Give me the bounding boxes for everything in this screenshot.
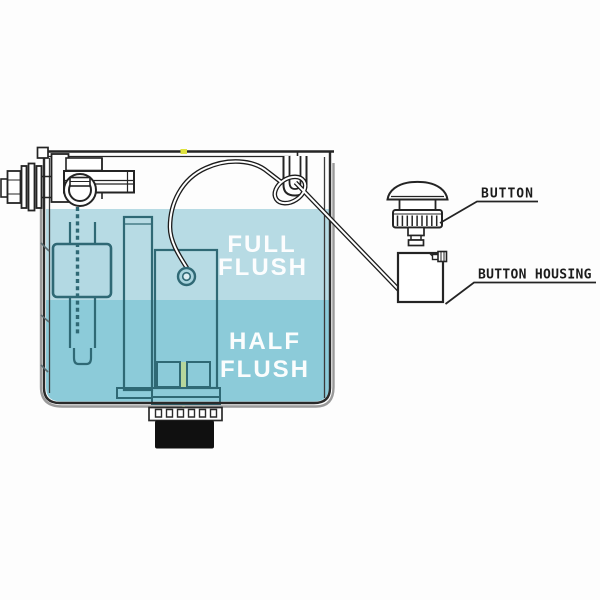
button-collar-ribs: [396, 215, 438, 226]
tank-outline: [42, 152, 332, 405]
inlet-pipe-tip: [0, 178, 9, 198]
tank-shell: [36, 146, 335, 408]
inlet-nut: [6, 170, 22, 204]
housing-screw-head: [437, 250, 448, 263]
fill-valve-assembly: [0, 153, 135, 212]
inlet-washer-3: [35, 165, 43, 209]
inlet-washer-1: [20, 165, 28, 209]
button-housing-callout-label: BUTTON HOUSING: [478, 268, 592, 283]
lid-indicator-mark: [180, 149, 187, 154]
tank-shadow-edge: [39, 163, 335, 408]
cable-loop-core: [273, 175, 307, 205]
push-button-assembly: [386, 180, 449, 304]
lid-left-tab: [36, 146, 49, 159]
left-wall-ticks: [40, 242, 50, 373]
button-connector-base: [407, 239, 425, 247]
button-housing-leader-line: [444, 281, 596, 305]
cable-eyelet-hole: [181, 271, 192, 282]
button-callout-label: BUTTON: [481, 187, 534, 202]
valve-top-box: [65, 157, 103, 172]
full-flush-label-line2: FLUSH: [218, 254, 308, 281]
tank-outlet: [148, 406, 223, 449]
overflow-tube: [122, 215, 154, 392]
button-cap: [386, 180, 449, 201]
button-leader-line: [439, 200, 538, 224]
cable-diagonal-core: [294, 181, 400, 291]
inlet-washer-2: [27, 162, 36, 212]
cable-arc-core: [168, 160, 282, 269]
housing-screw-head-lines: [440, 251, 445, 262]
valve-green-strip: [180, 362, 187, 388]
water-level-labels: FULL FLUSH HALF FLUSH: [218, 231, 310, 383]
submerged-parts: [51, 207, 221, 405]
float: [51, 242, 113, 299]
button-stem: [398, 198, 437, 211]
half-flush-label-line2: FLUSH: [220, 356, 310, 383]
full-flush-label-line1: FULL: [227, 231, 296, 258]
callouts: BUTTON BUTTON HOUSING: [439, 187, 596, 305]
outlet-seal: [155, 420, 214, 449]
outlet-flange-teeth: [154, 408, 218, 418]
half-flush-label-line1: HALF: [229, 328, 301, 355]
half-flush-water: [46, 300, 329, 402]
button-connector-top: [407, 226, 425, 237]
button-housing-box: [396, 251, 445, 304]
flush-cable: [167, 159, 401, 292]
inlet-nut-facets: [7, 179, 21, 195]
